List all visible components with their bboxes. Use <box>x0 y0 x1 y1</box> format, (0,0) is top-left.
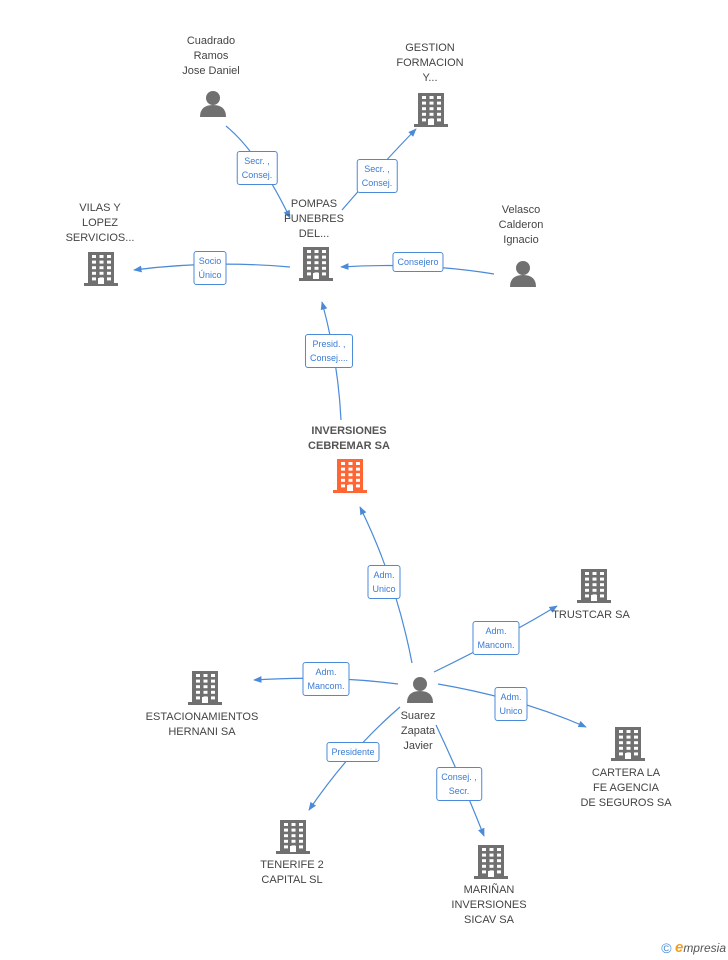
edge-label-line: Consejero <box>397 257 439 267</box>
node-label-line: Zapata <box>400 725 436 737</box>
edge-label-suarez-to-tenerife[interactable]: Presidente <box>326 742 380 762</box>
node-label-line: Suarez <box>400 710 436 722</box>
edge-label-pompas-to-gestion[interactable]: Secr. , Consej. <box>356 159 398 193</box>
copyright-symbol: © <box>661 940 672 956</box>
edge-label-line: Adm. <box>500 692 522 702</box>
footer-brand[interactable]: © empresia <box>661 939 726 956</box>
node-label-line: LOPEZ <box>81 217 119 229</box>
node-label-gestion[interactable]: GESTION FORMACION Y... <box>396 41 463 86</box>
node-label-line: Calderon <box>498 219 544 231</box>
building-icon-inversiones[interactable] <box>333 459 367 493</box>
node-label-estacionamientos[interactable]: ESTACIONAMIENTOS HERNANI SA <box>146 710 259 740</box>
edge-label-line: Presid. , <box>312 339 346 349</box>
node-label-line: Ramos <box>193 50 229 62</box>
brand-logo-letter: e <box>674 939 684 956</box>
edge-label-suarez-to-inversiones[interactable]: Adm. Unico <box>367 565 401 599</box>
building-icon-estacionamientos[interactable] <box>188 671 222 705</box>
edge-label-line: Adm. <box>315 667 337 677</box>
node-label-line: Y... <box>422 72 438 84</box>
node-label-line: TENERIFE 2 <box>260 859 324 871</box>
person-icon-cuadrado[interactable] <box>200 91 226 117</box>
building-icon-gestion[interactable] <box>414 93 448 127</box>
building-icon-vilas[interactable] <box>84 252 118 286</box>
node-label-tenerife[interactable]: TENERIFE 2 CAPITAL SL <box>260 858 324 888</box>
edge-label-line: Consej.... <box>309 353 349 363</box>
node-label-line: CEBREMAR SA <box>308 440 390 452</box>
edge-label-line: Consej. , <box>441 772 477 782</box>
building-icon-tenerife[interactable] <box>276 820 310 854</box>
node-label-line: DEL... <box>298 228 330 240</box>
node-label-line: HERNANI SA <box>168 726 236 738</box>
node-label-line: POMPAS <box>290 198 338 210</box>
node-label-inversiones[interactable]: INVERSIONES CEBREMAR SA <box>308 424 390 454</box>
edge-label-line: Consej. <box>361 178 393 188</box>
edge-label-line: Socio <box>198 256 222 266</box>
edge-label-velasco-to-pompas[interactable]: Consejero <box>392 252 444 272</box>
edge-label-line: Consej. <box>241 170 273 180</box>
node-label-line: ESTACIONAMIENTOS <box>145 711 259 723</box>
building-icon-cartera[interactable] <box>611 727 645 761</box>
node-label-cartera[interactable]: CARTERA LA FE AGENCIA DE SEGUROS SA <box>580 766 671 811</box>
node-label-line: INVERSIONES <box>311 425 387 437</box>
node-label-trustcar[interactable]: TRUSTCAR SA <box>552 608 630 623</box>
node-label-line: CAPITAL SL <box>261 874 323 886</box>
node-label-line: FUNEBRES <box>284 213 344 225</box>
node-label-line: Javier <box>403 740 433 752</box>
edge-label-cuadrado-to-pompas[interactable]: Secr. , Consej. <box>236 151 278 185</box>
edge-label-suarez-to-estacionamientos[interactable]: Adm. Mancom. <box>302 662 350 696</box>
edge-label-suarez-to-marinan[interactable]: Consej. , Secr. <box>436 767 482 801</box>
person-icon-velasco[interactable] <box>510 261 536 287</box>
edge-label-line: Adm. <box>373 570 395 580</box>
edge-label-line: Secr. , <box>364 164 390 174</box>
person-icon-suarez[interactable] <box>407 677 433 703</box>
edge-label-suarez-to-trustcar[interactable]: Adm. Mancom. <box>472 621 520 655</box>
node-label-line: CARTERA LA <box>591 767 661 779</box>
edge-label-line: Unico <box>499 706 523 716</box>
node-label-line: INVERSIONES <box>451 899 527 911</box>
node-label-vilas[interactable]: VILAS Y LOPEZ SERVICIOS... <box>66 201 135 246</box>
edge-label-line: Unico <box>372 584 396 594</box>
node-label-line: Jose Daniel <box>182 65 240 77</box>
edge-label-line: Secr. <box>448 786 470 796</box>
node-label-line: SERVICIOS... <box>65 232 135 244</box>
edge-label-line: Mancom. <box>477 640 515 650</box>
building-icon-pompas[interactable] <box>299 247 333 281</box>
edge-label-line: Adm. <box>485 626 507 636</box>
node-label-line: DE SEGUROS SA <box>580 797 672 809</box>
edge-label-suarez-to-cartera[interactable]: Adm. Unico <box>494 687 528 721</box>
brand-logo-text: mpresia <box>683 941 726 955</box>
node-label-line: VILAS Y <box>79 202 121 214</box>
building-icon-marinan[interactable] <box>474 845 508 879</box>
node-label-line: SICAV SA <box>464 914 514 926</box>
node-label-line: Cuadrado <box>186 35 236 47</box>
node-label-line: Velasco <box>501 204 541 216</box>
edge-label-inversiones-to-pompas[interactable]: Presid. , Consej.... <box>304 334 354 368</box>
node-label-line: GESTION <box>405 42 455 54</box>
edge-label-line: Presidente <box>331 747 375 757</box>
node-label-line: FE AGENCIA <box>592 782 660 794</box>
node-label-marinan[interactable]: MARIÑAN INVERSIONES SICAV SA <box>451 883 526 928</box>
building-icon-trustcar[interactable] <box>577 569 611 603</box>
edge-label-line: Único <box>198 270 222 280</box>
node-label-line: MARIÑAN <box>463 884 515 896</box>
node-label-line: FORMACION <box>396 57 464 69</box>
edge-label-line: Secr. , <box>244 156 270 166</box>
edge-label-line: Mancom. <box>307 681 345 691</box>
node-label-pompas[interactable]: POMPAS FUNEBRES DEL... <box>284 197 344 242</box>
node-label-line: Ignacio <box>503 234 539 246</box>
node-label-line: TRUSTCAR SA <box>552 609 630 621</box>
